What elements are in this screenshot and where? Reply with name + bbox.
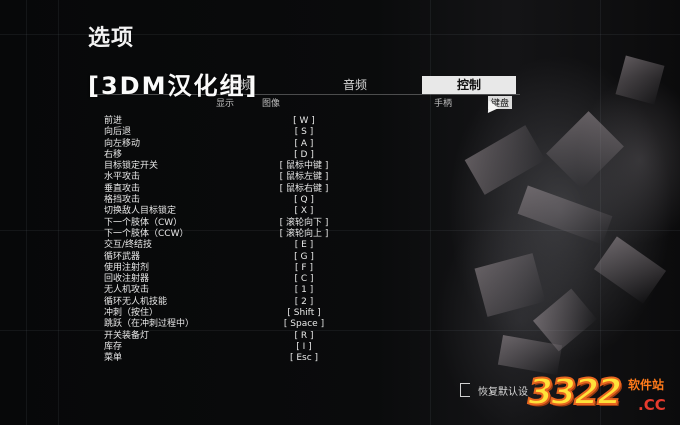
binding-key[interactable]: [ F ] <box>295 262 313 273</box>
binding-key[interactable]: [ 2 ] <box>294 296 314 307</box>
binding-key[interactable]: [ W ] <box>293 116 315 126</box>
binding-key[interactable]: [ 鼠标右键 ] <box>279 183 329 194</box>
site-logo-number: 3322 <box>527 371 623 414</box>
site-logo: 3322 软件站 .CC <box>527 371 680 425</box>
binding-action: 下一个肢体（CCW） <box>104 228 189 239</box>
binding-key[interactable]: [ 鼠标左键 ] <box>279 172 329 183</box>
subtab-image[interactable]: 图像 <box>262 99 281 109</box>
binding-action: 回收注射器 <box>104 274 150 285</box>
binding-row[interactable]: 无人机攻击 [ 1 ] <box>104 285 364 296</box>
binding-action: 切换敌人目标锁定 <box>104 206 177 217</box>
binding-action: 向后退 <box>104 127 132 138</box>
binding-key[interactable]: [ S ] <box>294 127 314 138</box>
tab-audio[interactable]: 音频 <box>342 78 367 92</box>
binding-action: 跳跃（在冲刺过程中） <box>104 319 195 330</box>
watermark-3dm: [3DM汉化组] <box>88 72 259 100</box>
binding-action: 水平攻击 <box>104 172 141 183</box>
options-title: 选项 <box>88 26 135 51</box>
site-logo-name: 软件站 <box>628 378 665 392</box>
binding-action: 无人机攻击 <box>104 285 150 296</box>
binding-row[interactable]: 跳跃（在冲刺过程中） [ Space ] <box>104 319 364 330</box>
binding-action: 右移 <box>104 149 123 160</box>
binding-key[interactable]: [ C ] <box>294 274 314 285</box>
reset-defaults-label: 恢复默认设 <box>478 386 528 398</box>
binding-action: 冲刺（按住） <box>104 308 159 319</box>
binding-key[interactable]: [ G ] <box>294 251 314 262</box>
binding-key[interactable]: [ Esc ] <box>289 353 319 364</box>
binding-action: 格挡攻击 <box>104 195 141 206</box>
binding-action: 菜单 <box>104 353 123 364</box>
subtab-keyboard[interactable]: 键盘 <box>488 96 513 109</box>
binding-row[interactable]: 菜单 [ Esc ] <box>104 353 364 364</box>
binding-key[interactable]: [ 滚轮向上 ] <box>279 228 329 239</box>
binding-action: 库存 <box>104 341 123 352</box>
tab-video[interactable]: 视频 <box>227 78 252 92</box>
binding-key[interactable]: [ D ] <box>294 149 314 160</box>
reset-defaults-button[interactable]: 恢复默认设 <box>460 382 528 398</box>
binding-key[interactable]: [ 滚轮向下 ] <box>279 217 329 228</box>
binding-action: 开关装备灯 <box>104 330 150 341</box>
binding-row[interactable]: 右移 [ D ] <box>104 150 364 161</box>
binding-action: 循环武器 <box>104 251 141 262</box>
binding-key[interactable]: [ Shift ] <box>287 308 321 319</box>
binding-row[interactable]: 库存 [ I ] <box>104 342 364 353</box>
binding-key[interactable]: [ 1 ] <box>294 285 314 296</box>
binding-key[interactable]: [ 鼠标中键 ] <box>279 161 329 172</box>
key-bracket-icon <box>460 383 470 397</box>
binding-row[interactable]: 下一个肢体（CW） [ 滚轮向下 ] <box>104 218 364 229</box>
subtab-gamepad[interactable]: 手柄 <box>434 99 453 109</box>
binding-row[interactable]: 格挡攻击 [ Q ] <box>104 195 364 206</box>
binding-key[interactable]: [ A ] <box>294 138 314 149</box>
binding-key[interactable]: [ X ] <box>294 206 314 217</box>
binding-action: 目标锁定开关 <box>104 161 159 172</box>
binding-row[interactable]: 垂直攻击 [ 鼠标右键 ] <box>104 184 364 195</box>
site-logo-domain: .CC <box>638 396 666 414</box>
binding-row[interactable]: 开关装备灯 [ R ] <box>104 331 364 342</box>
binding-action: 交互/终结技 <box>104 240 153 251</box>
binding-row[interactable]: 冲刺（按住） [ Shift ] <box>104 308 364 319</box>
binding-key[interactable]: [ Q ] <box>294 195 314 206</box>
binding-action: 向左移动 <box>104 138 141 149</box>
binding-key[interactable]: [ R ] <box>294 330 314 341</box>
binding-action: 前进 <box>104 116 123 126</box>
binding-row[interactable]: 前进 [ W ] <box>104 116 364 127</box>
tab-controls[interactable]: 控制 <box>422 76 516 94</box>
binding-key[interactable]: [ Space ] <box>283 319 325 330</box>
binding-row[interactable]: 目标锁定开关 [ 鼠标中键 ] <box>104 161 364 172</box>
binding-row[interactable]: 循环武器 [ G ] <box>104 252 364 263</box>
binding-row[interactable]: 切换敌人目标锁定 [ X ] <box>104 206 364 217</box>
binding-row[interactable]: 下一个肢体（CCW） [ 滚轮向上 ] <box>104 229 364 240</box>
binding-action: 垂直攻击 <box>104 183 141 194</box>
binding-row[interactable]: 使用注射剂 [ F ] <box>104 263 364 274</box>
binding-action: 下一个肢体（CW） <box>104 217 183 228</box>
binding-row[interactable]: 向左移动 [ A ] <box>104 139 364 150</box>
key-bindings-list: 前进 [ W ] 向后退 [ S ] 向左移动 [ A ] 右移 [ D ] 目标锁定开… <box>104 116 364 365</box>
subtab-display[interactable]: 显示 <box>216 99 235 109</box>
binding-key[interactable]: [ E ] <box>294 240 314 251</box>
binding-row[interactable]: 向后退 [ S ] <box>104 127 364 138</box>
binding-row[interactable]: 交互/终结技 [ E ] <box>104 240 364 251</box>
binding-action: 循环无人机技能 <box>104 296 168 307</box>
binding-key[interactable]: [ I ] <box>296 341 312 352</box>
binding-row[interactable]: 循环无人机技能 [ 2 ] <box>104 297 364 308</box>
binding-action: 使用注射剂 <box>104 262 150 273</box>
tab-bar <box>90 76 520 95</box>
binding-row[interactable]: 回收注射器 [ C ] <box>104 274 364 285</box>
binding-row[interactable]: 水平攻击 [ 鼠标左键 ] <box>104 172 364 183</box>
